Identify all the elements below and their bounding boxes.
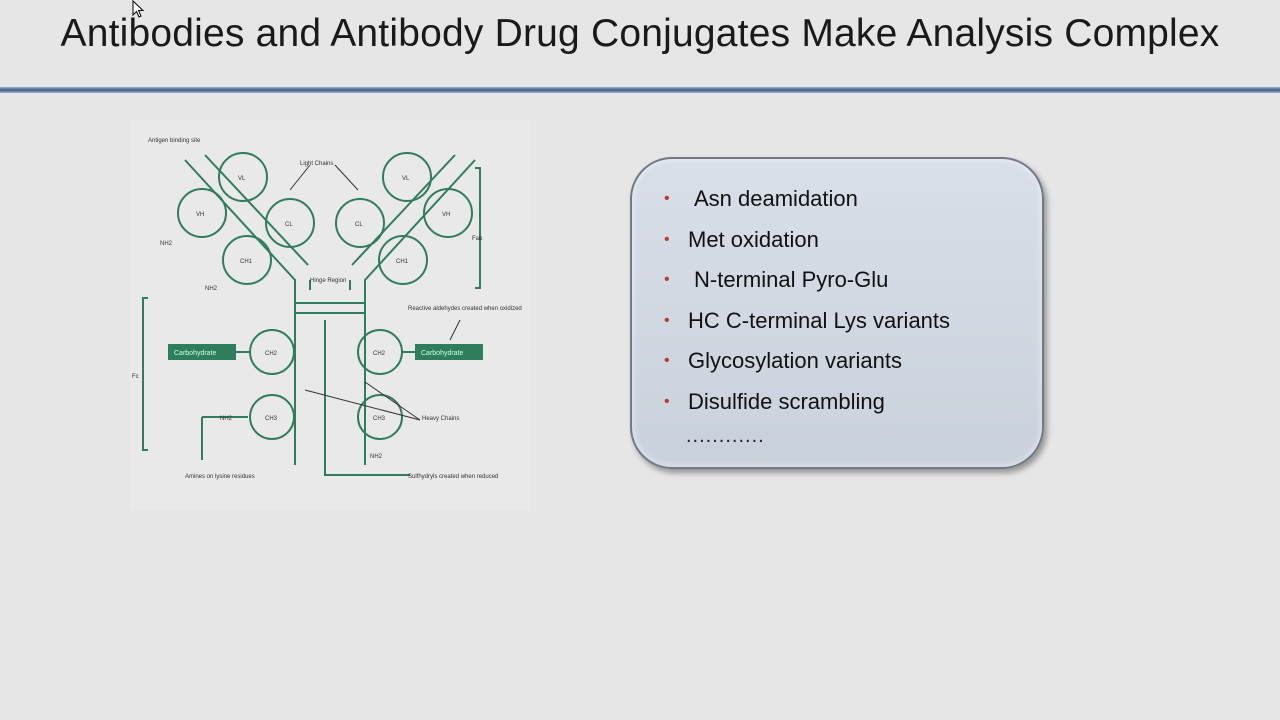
label-vh-left: VH	[196, 212, 204, 218]
carbohydrate-left	[168, 344, 236, 360]
bullet-icon: •	[664, 392, 670, 410]
label-ch1-right: CH1	[396, 259, 409, 265]
bullet-icon: •	[664, 352, 670, 369]
label-fab: Fab	[472, 236, 483, 242]
slide-title: Antibodies and Antibody Drug Conjugates …	[60, 12, 1220, 55]
list-item: • Glycosylation variants	[664, 343, 1042, 384]
label-amines: Amines on lysine residues	[185, 474, 255, 480]
bullet-icon: •	[664, 311, 670, 329]
list-item-text: HC C-terminal Lys variants	[688, 307, 951, 333]
label-vl-right: VL	[402, 176, 410, 182]
mouse-cursor-icon	[132, 0, 145, 18]
label-hinge-region: Hinge Region	[310, 278, 346, 284]
list-item: • N-terminal Pyro-Glu	[664, 262, 1042, 303]
label-carbohydrate-left: Carbohydrate	[174, 350, 217, 357]
label-fc: Fc	[132, 374, 139, 380]
label-vl-left: VL	[238, 176, 246, 182]
label-ch2-right: CH2	[373, 351, 386, 357]
label-ch3-right: CH3	[373, 416, 386, 422]
list-item-text: Asn deamidation	[694, 186, 858, 211]
label-antigen-binding-site: Antigen binding site	[148, 138, 201, 144]
list-item-text: Glycosylation variants	[688, 348, 902, 373]
label-ch2-left: CH2	[265, 351, 278, 357]
modification-list-box: • Asn deamidation • Met oxidation • N-termi…	[630, 157, 1044, 469]
label-ch3-left: CH3	[265, 416, 278, 422]
title-divider	[0, 87, 1280, 93]
label-light-chains: Light Chains	[300, 161, 333, 167]
label-cl-left: CL	[285, 222, 293, 228]
label-carbohydrate-right: Carbohydrate	[421, 350, 464, 357]
bullet-icon: •	[664, 271, 670, 288]
list-item: • Disulfide scrambling	[664, 384, 1042, 425]
carbohydrate-right	[415, 344, 483, 360]
bullet-icon: •	[664, 230, 670, 248]
bullet-icon: •	[664, 190, 670, 207]
list-item: • Asn deamidation	[664, 181, 1042, 222]
label-vh-right: VH	[442, 212, 450, 218]
label-nh2-4: NH2	[370, 454, 383, 460]
list-ellipsis: ............	[686, 425, 765, 447]
antibody-structure-diagram: Carbohydrate Carbohydrate Antigen bindin…	[130, 120, 530, 510]
vl-domain-left	[218, 152, 268, 202]
list-item-text: Disulfide scrambling	[688, 388, 885, 414]
modification-list: • Asn deamidation • Met oxidation • N-termi…	[632, 159, 1042, 424]
list-item-text: Met oxidation	[688, 226, 819, 252]
label-reactive-aldehydes: Reactive aldehydes created when oxidized	[408, 306, 522, 312]
label-ch1-left: CH1	[240, 259, 253, 265]
label-nh2-2: NH2	[205, 286, 218, 292]
label-sulfhydryls: Sulfhydryls created when reduced	[408, 474, 498, 480]
label-nh2-3: NH2	[220, 416, 233, 422]
label-heavy-chains: Heavy Chains	[422, 416, 459, 422]
list-item: • HC C-terminal Lys variants	[664, 303, 1042, 344]
label-cl-right: CL	[355, 222, 363, 228]
list-item: • Met oxidation	[664, 222, 1042, 263]
list-item-text: N-terminal Pyro-Glu	[694, 267, 889, 292]
label-nh2-1: NH2	[160, 241, 173, 247]
